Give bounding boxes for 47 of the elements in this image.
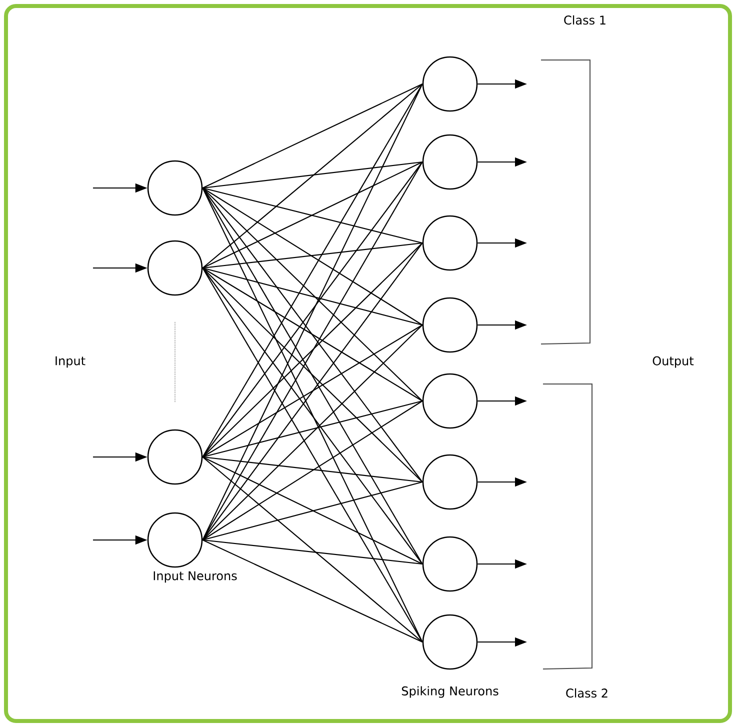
connection-line <box>202 242 422 269</box>
connection-line <box>202 539 422 565</box>
neuron-circle <box>422 134 478 190</box>
connection-line <box>202 161 422 189</box>
connection-line <box>202 188 423 326</box>
connection-line <box>202 540 423 642</box>
connection-line <box>202 84 423 188</box>
connection-line <box>202 324 423 458</box>
connection-line <box>202 268 423 482</box>
connection-line <box>202 268 423 402</box>
connection-line <box>202 324 423 540</box>
connection-line <box>202 187 422 244</box>
connection-line <box>202 400 423 540</box>
text-label: Class 2 <box>566 688 608 698</box>
text-label: Output <box>652 356 694 368</box>
connection-line <box>202 400 422 458</box>
connection-line <box>202 267 422 326</box>
connection-line <box>202 188 423 482</box>
neuron-circle <box>147 512 203 568</box>
connection-line <box>202 188 423 402</box>
connection-line <box>202 268 423 564</box>
text-label: Class 1 <box>564 15 606 25</box>
connection-line <box>202 188 423 642</box>
text-label: Input <box>56 356 86 368</box>
neuron-circle <box>422 215 478 271</box>
neuron-circle <box>422 373 478 429</box>
neuron-circle <box>422 614 478 670</box>
connection-line <box>202 456 423 642</box>
connection-line <box>202 242 423 458</box>
connection-line <box>202 268 423 642</box>
text-label: Spiking Neurons <box>402 686 498 698</box>
neuron-circle <box>422 536 478 592</box>
connection-line <box>202 84 423 268</box>
neuron-circle <box>147 429 203 485</box>
connection-line <box>202 84 423 540</box>
neuron-circle <box>422 297 478 353</box>
connection-line <box>202 162 423 268</box>
connection-line <box>202 481 422 541</box>
neuron-circle <box>422 454 478 510</box>
connection-line <box>202 242 423 540</box>
connection-line <box>202 456 423 564</box>
neuron-circle <box>147 160 203 216</box>
connection-line <box>202 84 423 458</box>
neuron-circle <box>422 56 478 112</box>
neuron-circle <box>147 240 203 296</box>
connection-line <box>202 456 422 483</box>
connection-line <box>202 162 423 458</box>
